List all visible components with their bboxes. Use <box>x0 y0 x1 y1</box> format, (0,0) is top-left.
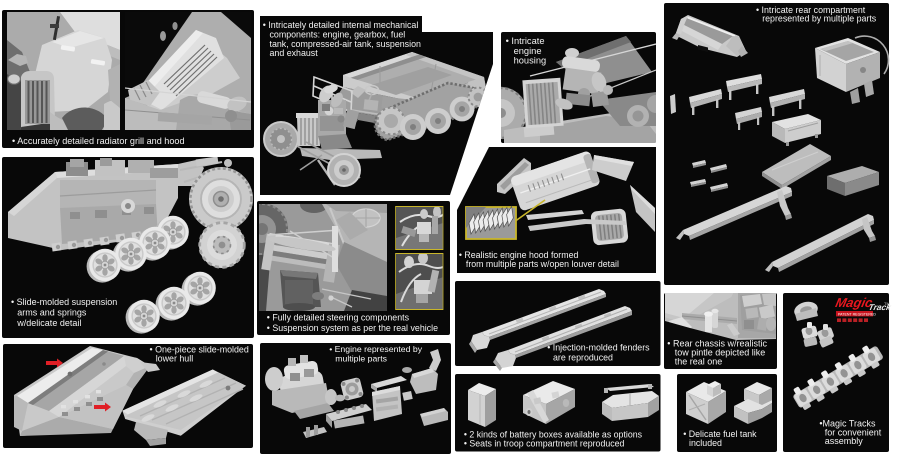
svg-text:tow pintle depicted like: tow pintle depicted like <box>675 348 766 358</box>
svg-text:•Magic Tracks: •Magic Tracks <box>819 418 876 428</box>
svg-text:Magic: Magic <box>834 295 875 310</box>
svg-text:arms and springs: arms and springs <box>17 307 87 317</box>
svg-text:from multiple parts w/open lou: from multiple parts w/open louver detail <box>466 259 619 269</box>
svg-text:w/delicate detail: w/delicate detail <box>16 318 81 328</box>
svg-text:• Suspension system as per the: • Suspension system as per the real vehi… <box>267 323 438 333</box>
svg-text:PATENT REGISTERED: PATENT REGISTERED <box>838 313 876 317</box>
svg-text:Track: Track <box>868 302 894 312</box>
svg-text:• Rear chassis w/realistic: • Rear chassis w/realistic <box>667 339 767 349</box>
svg-text:and exhaust: and exhaust <box>270 48 319 58</box>
svg-text:• Delicate fuel tank: • Delicate fuel tank <box>683 429 757 439</box>
svg-text:• Accurately detailed radiator: • Accurately detailed radiator grill and… <box>12 136 185 146</box>
svg-text:• Intricately detailed interna: • Intricately detailed internal mechanic… <box>263 20 419 30</box>
svg-text:• Slide-molded suspension: • Slide-molded suspension <box>11 297 117 307</box>
svg-text:TM: TM <box>884 301 890 306</box>
svg-text:multiple parts: multiple parts <box>335 353 387 363</box>
svg-text:lower hull: lower hull <box>156 353 194 363</box>
svg-text:• 2 kinds of battery boxes ava: • 2 kinds of battery boxes available as … <box>464 429 643 439</box>
svg-text:• Intricate: • Intricate <box>506 36 545 46</box>
svg-text:components: engine, gearbox, f: components: engine, gearbox, fuel <box>270 29 406 39</box>
svg-text:the real one: the real one <box>675 357 723 367</box>
svg-text:• Realistic engine hood formed: • Realistic engine hood formed <box>459 250 579 260</box>
svg-text:• Engine represented by: • Engine represented by <box>329 344 423 354</box>
svg-text:represented by multiple parts: represented by multiple parts <box>762 13 877 23</box>
svg-text:• One-piece slide-molded: • One-piece slide-molded <box>150 344 249 354</box>
svg-text:engine: engine <box>514 46 542 56</box>
svg-text:are reproduced: are reproduced <box>553 353 613 363</box>
svg-text:tank, compressed-air tank, sus: tank, compressed-air tank, suspension <box>270 39 421 49</box>
svg-text:included: included <box>689 438 722 448</box>
svg-text:• Intricate rear compartment: • Intricate rear compartment <box>756 5 866 15</box>
svg-text:for convenient: for convenient <box>825 427 882 437</box>
svg-text:• Seats in troop compartment r: • Seats in troop compartment reproduced <box>464 439 625 449</box>
svg-text:housing: housing <box>514 56 547 66</box>
svg-text:• Fully detailed steering comp: • Fully detailed steering components <box>267 313 410 323</box>
svg-text:assembly: assembly <box>825 436 864 446</box>
svg-text:• Injection-molded fenders: • Injection-molded fenders <box>547 343 650 353</box>
